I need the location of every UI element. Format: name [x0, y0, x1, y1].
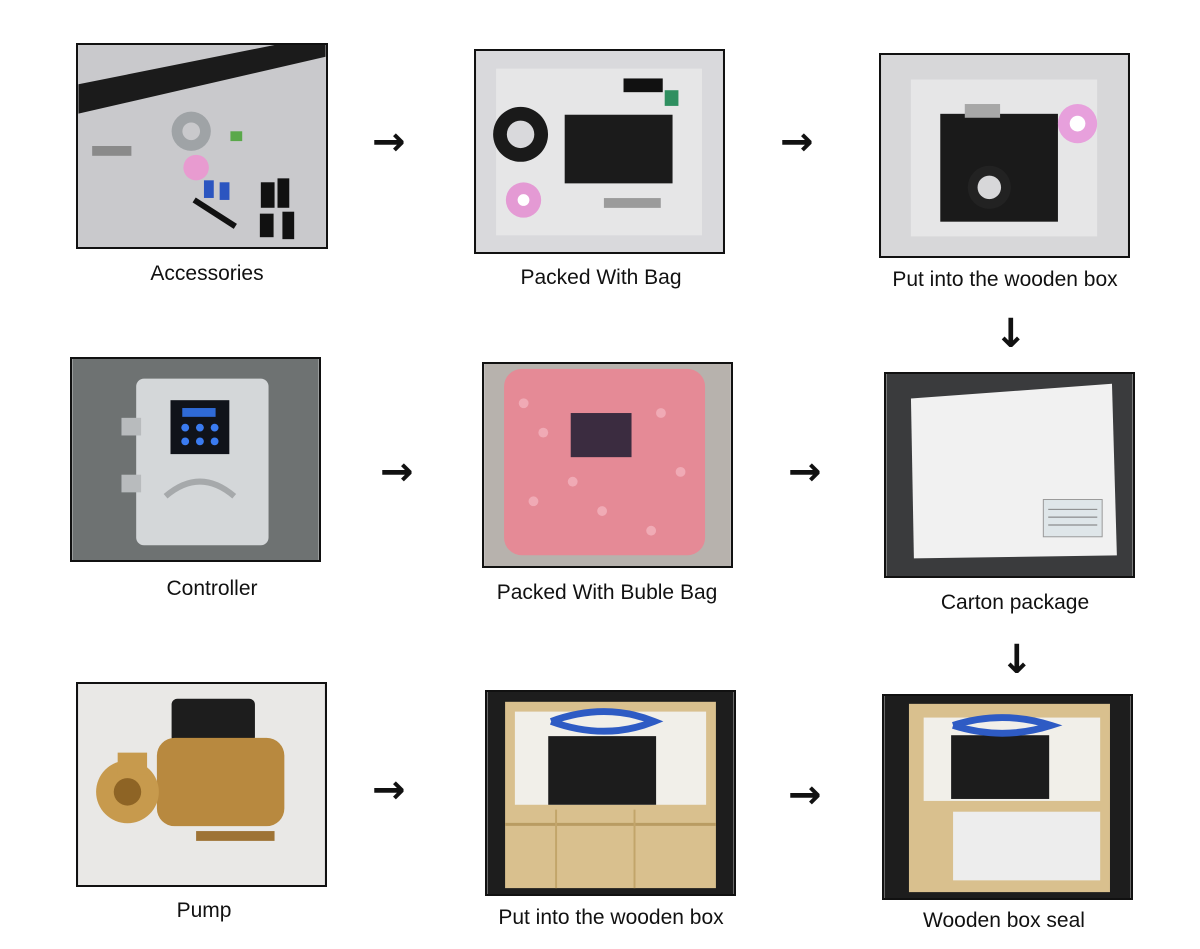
arrow-right-icon: → [372, 119, 406, 165]
caption-wooden-box-1: Put into the wooden box [892, 268, 1118, 291]
arrow-right-icon: → [372, 767, 406, 813]
arrow-down-icon: ↓ [994, 311, 1028, 357]
photo-pump [76, 682, 327, 887]
photo-bubble-bag [482, 362, 733, 568]
caption-carton: Carton package [940, 591, 1090, 614]
photo-seal [882, 694, 1133, 900]
arrow-right-icon: → [788, 449, 822, 495]
caption-controller: Controller [166, 577, 258, 600]
caption-pump: Pump [176, 899, 232, 922]
caption-packed-bag: Packed With Bag [520, 266, 682, 289]
arrow-right-icon: → [780, 119, 814, 165]
photo-packed-bag [474, 49, 725, 254]
caption-wooden-box-2: Put into the wooden box [498, 906, 724, 929]
arrow-right-icon: → [380, 449, 414, 495]
arrow-right-icon: → [788, 772, 822, 818]
arrow-down-icon: ↓ [1000, 637, 1034, 683]
photo-wooden-box-1 [879, 53, 1130, 258]
caption-bubble-bag: Packed With Buble Bag [496, 581, 718, 604]
caption-seal: Wooden box seal [923, 909, 1085, 932]
photo-wooden-box-2 [485, 690, 736, 896]
photo-accessories [76, 43, 328, 249]
photo-carton [884, 372, 1135, 578]
caption-accessories: Accessories [150, 262, 264, 285]
photo-controller [70, 357, 321, 562]
